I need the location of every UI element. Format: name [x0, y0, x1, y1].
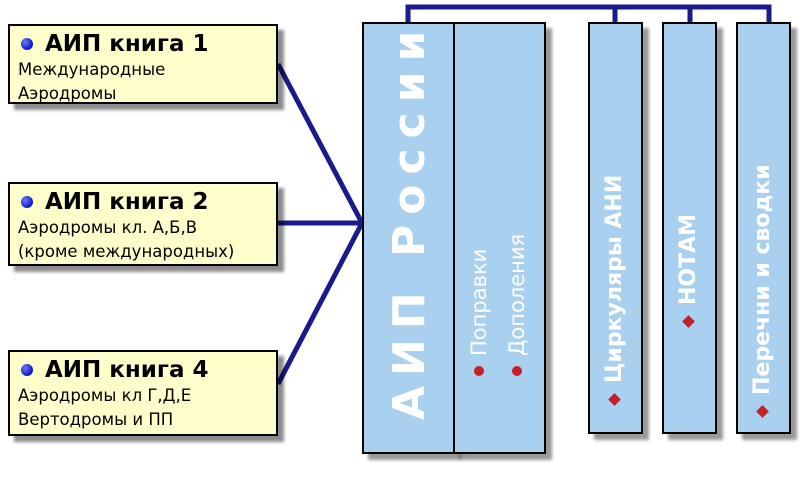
book-card-4: АИП книга 4 Аэродромы кл Г,Д,Е Вертодром… [8, 350, 278, 436]
book-line: Аэродромы кл. А,Б,В [18, 218, 198, 237]
book-line: Международные [18, 60, 166, 79]
amendments-label: Поправки [467, 248, 491, 356]
notam-label: НОТАМ [676, 213, 701, 305]
blue-dot-icon [21, 38, 33, 50]
book-line: (кроме международных) [18, 242, 235, 261]
book-line: Вертодромы и ПП [18, 410, 174, 429]
blue-dot-icon [21, 364, 33, 376]
red-diamond-icon [756, 405, 769, 418]
circulars-label: Циркуляры АНИ [602, 174, 627, 383]
amendments-column: Поправки Дополения [453, 22, 546, 454]
book-card-2: АИП книга 2 Аэродромы кл. А,Б,В (кроме м… [8, 182, 278, 266]
lists-label: Перечни и сводки [750, 164, 775, 395]
circulars-column: Циркуляры АНИ [588, 22, 643, 434]
connector-top-bus [405, 4, 772, 24]
book-card-1: АИП книга 1 Международные Аэродромы [8, 24, 278, 104]
red-diamond-icon [608, 393, 621, 406]
book-title: АИП книга 2 [45, 189, 209, 215]
connector-book4 [275, 221, 365, 386]
aip-russia-label: АИП России [384, 20, 435, 420]
book-title: АИП книга 1 [45, 31, 209, 57]
book-line: Аэродромы кл Г,Д,Е [18, 386, 192, 405]
additions-label: Дополения [505, 233, 529, 356]
blue-dot-icon [21, 196, 33, 208]
book-title: АИП книга 4 [45, 357, 209, 383]
aip-russia-column: АИП России [362, 20, 455, 454]
lists-column: Перечни и сводки [736, 22, 791, 434]
red-dot-icon [474, 366, 484, 376]
red-diamond-icon [682, 315, 695, 328]
connector-book1 [275, 62, 365, 225]
red-dot-icon [512, 366, 522, 376]
book-line: Аэродромы [18, 84, 117, 103]
notam-column: НОТАМ [662, 22, 717, 434]
